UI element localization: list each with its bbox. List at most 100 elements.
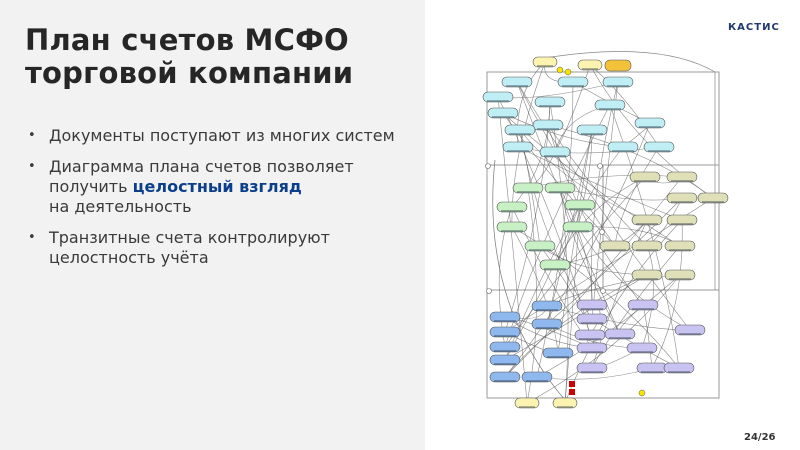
diagram-node	[562, 221, 594, 233]
diagram-node	[666, 192, 698, 204]
diagram-node	[664, 240, 696, 252]
yellow-marker-icon	[638, 389, 646, 397]
diagram-node	[534, 96, 566, 108]
diagram-edge	[517, 146, 683, 221]
diagram-edge	[589, 64, 660, 148]
diagram-node	[576, 362, 608, 374]
diagram-node	[489, 326, 521, 338]
diagram-node	[532, 56, 558, 68]
diagram-edge	[577, 226, 691, 331]
bullet-item: •Диаграмма плана счетов позволяет получи…	[28, 157, 418, 217]
diagram-edge	[591, 81, 619, 306]
diagram-edge	[651, 219, 683, 369]
junction-icon	[597, 163, 603, 169]
diagram-edge	[544, 51, 716, 290]
diagram-edge	[557, 129, 593, 354]
diagram-node	[531, 300, 563, 312]
company-logo: КАСТИС	[728, 22, 780, 33]
diagram-node	[631, 269, 663, 281]
diagram-node	[564, 199, 596, 211]
diagram-node	[604, 328, 636, 340]
diagram-node-highlight	[604, 59, 632, 72]
diagram-node	[496, 221, 528, 233]
diagram-edge	[564, 219, 683, 404]
bullet-text-end: на деятельность	[49, 197, 192, 216]
diagram-node	[631, 214, 663, 226]
diagram-edge	[554, 64, 591, 153]
bullet-text: Документы поступают из многих систем	[49, 126, 395, 145]
diagram-node	[496, 201, 528, 213]
diagram-node	[663, 362, 695, 374]
diagram-edge	[527, 174, 683, 189]
diagram-node	[602, 76, 634, 88]
diagram-edge	[526, 274, 681, 404]
diagram-edge	[547, 124, 648, 247]
junction-icon	[486, 288, 492, 294]
diagram-edge	[526, 187, 537, 404]
left-panel	[0, 0, 425, 450]
diagram-node	[607, 141, 639, 153]
diagram-node	[557, 76, 589, 88]
diagram-node	[576, 313, 608, 325]
diagram-node	[524, 240, 556, 252]
diagram-node	[634, 117, 666, 129]
bullet-text: Диаграмма плана счетов позволяет получит…	[49, 157, 354, 196]
bullet-icon: •	[28, 230, 36, 245]
junction-icon	[485, 163, 491, 169]
diagram-node	[489, 341, 521, 353]
slide-title: План счетов МСФО торговой компании	[25, 24, 353, 90]
diagram-node	[542, 347, 574, 359]
diagram-node	[674, 324, 706, 336]
page-number: 24/26	[744, 432, 776, 443]
diagram-node	[489, 311, 521, 323]
diagram-node	[576, 124, 608, 136]
diagram-node	[502, 141, 534, 153]
bullet-highlight: целостный взгляд	[132, 177, 302, 196]
yellow-marker-icon	[564, 68, 572, 76]
diagram-edge	[497, 96, 528, 404]
diagram-node	[643, 141, 675, 153]
diagram-edge	[559, 187, 621, 335]
title-line-2: торговой компании	[25, 56, 354, 90]
diagram-node	[482, 91, 514, 103]
diagram-node	[521, 371, 553, 383]
red-marker-icon	[569, 389, 575, 395]
diagram-node	[664, 269, 696, 281]
diagram-node	[666, 214, 698, 226]
junction-icon	[600, 288, 606, 294]
bullet-item: •Транзитные счета контролируют целостнос…	[28, 228, 418, 268]
diagram-node	[489, 371, 521, 383]
diagram-node	[627, 299, 659, 311]
diagram-edge	[516, 81, 691, 331]
diagram-node	[666, 171, 698, 183]
diagram-node	[489, 354, 521, 366]
diagram-node	[531, 318, 563, 330]
diagram-node	[501, 76, 533, 88]
diagram-node	[512, 182, 544, 194]
diagram-node	[539, 146, 571, 158]
diagram-edge	[546, 197, 683, 325]
diagram-node	[532, 119, 564, 131]
yellow-marker-icon	[556, 66, 564, 74]
diagram-edge	[504, 204, 581, 361]
diagram-edge	[517, 61, 546, 148]
diagram-node	[599, 240, 631, 252]
diagram-node	[487, 107, 519, 119]
diagram-edge	[539, 245, 591, 336]
red-marker-icon	[569, 381, 575, 387]
diagram-node	[629, 171, 661, 183]
diagram-edge	[554, 176, 646, 266]
diagram-node	[504, 124, 536, 136]
diagram-edge	[614, 146, 660, 247]
diagram-node	[576, 342, 608, 354]
diagram-node	[514, 397, 540, 409]
bullet-icon: •	[28, 128, 36, 143]
diagram-node	[539, 259, 571, 271]
diagram-edge	[591, 245, 681, 369]
diagram-edge	[577, 146, 624, 228]
diagram-node	[552, 397, 578, 409]
diagram-edge	[589, 64, 714, 199]
bullet-list: •Документы поступают из многих систем •Д…	[28, 126, 418, 279]
diagram-edge	[504, 274, 648, 361]
